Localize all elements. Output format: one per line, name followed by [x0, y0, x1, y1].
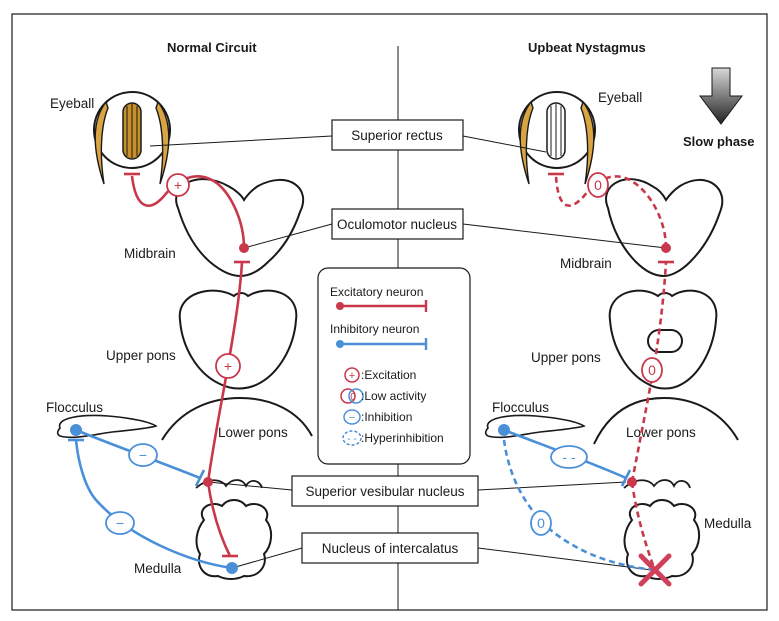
- svg-text:−: −: [116, 515, 124, 531]
- legend-low-activity-label: :Low activity: [361, 389, 426, 403]
- legend-excitatory-label: Excitatory neuron: [330, 285, 423, 299]
- oculomotor-nucleus-box: Oculomotor nucleus: [332, 209, 463, 239]
- medulla-right-shape: [625, 500, 700, 579]
- svg-text:- -: - -: [347, 434, 356, 445]
- svg-text:+: +: [349, 370, 355, 382]
- flocculus-left-label: Flocculus: [46, 400, 103, 415]
- sign-low-activity-nic-right: 0: [531, 511, 551, 535]
- legend: Excitatory neuron Inhibitory neuron + :E…: [318, 268, 470, 464]
- legend-inhibition-label: :Inhibition: [361, 410, 412, 424]
- sign-excitation-eye-left: +: [167, 174, 189, 196]
- title-normal-circuit: Normal Circuit: [167, 40, 257, 55]
- svg-text:Superior vesibular nucleus: Superior vesibular nucleus: [305, 484, 464, 499]
- svg-text:+: +: [224, 358, 232, 374]
- medulla-left-label: Medulla: [134, 561, 182, 576]
- nucleus-of-intercalatus-box: Nucleus of intercalatus: [302, 533, 478, 563]
- svg-text:−: −: [139, 447, 147, 463]
- svg-text:Oculomotor nucleus: Oculomotor nucleus: [337, 217, 457, 232]
- superior-vestibular-nucleus-box: Superior vesibular nucleus: [292, 476, 478, 506]
- svg-text:0: 0: [537, 515, 545, 531]
- upper-pons-right-label: Upper pons: [531, 350, 601, 365]
- svg-text:Superior rectus: Superior rectus: [351, 128, 443, 143]
- sign-hyperinhibition-flocculus-right: - -: [551, 446, 587, 468]
- svg-text:−: −: [349, 412, 355, 424]
- flocculus-right-label: Flocculus: [492, 400, 549, 415]
- sign-inhibition-flocculus-left: −: [129, 444, 157, 466]
- upper-pons-left-label: Upper pons: [106, 348, 176, 363]
- eyeball-left-label: Eyeball: [50, 96, 94, 111]
- sign-low-activity-eye-right: 0: [588, 173, 608, 197]
- title-upbeat-nystagmus: Upbeat Nystagmus: [528, 40, 646, 55]
- lower-pons-left-label: Lower pons: [218, 425, 288, 440]
- legend-excitation-label: :Excitation: [361, 368, 416, 382]
- legend-inhibitory-label: Inhibitory neuron: [330, 322, 419, 336]
- lower-pons-right-label: Lower pons: [626, 425, 696, 440]
- sign-excitation-pons-left: +: [216, 354, 240, 378]
- slow-phase-label: Slow phase: [683, 134, 755, 149]
- eyeball-right-label: Eyeball: [598, 90, 642, 105]
- sign-inhibition-nic-left: −: [106, 512, 134, 534]
- sign-low-activity-pons-right: 0: [642, 358, 662, 382]
- svg-text:0: 0: [594, 177, 602, 193]
- svg-text:Nucleus of intercalatus: Nucleus of intercalatus: [322, 541, 459, 556]
- midbrain-left-label: Midbrain: [124, 246, 176, 261]
- svg-text:+: +: [174, 177, 182, 193]
- medulla-right-label: Medulla: [704, 516, 752, 531]
- upper-pons-right-lesion: [648, 330, 682, 352]
- legend-hyperinhibition-label: :Hyperinhibition: [361, 431, 444, 445]
- midbrain-right-label: Midbrain: [560, 256, 612, 271]
- svg-text:- -: - -: [562, 449, 576, 465]
- superior-rectus-box: Superior rectus: [332, 120, 463, 150]
- svg-text:0: 0: [350, 392, 356, 403]
- svg-text:0: 0: [648, 362, 656, 378]
